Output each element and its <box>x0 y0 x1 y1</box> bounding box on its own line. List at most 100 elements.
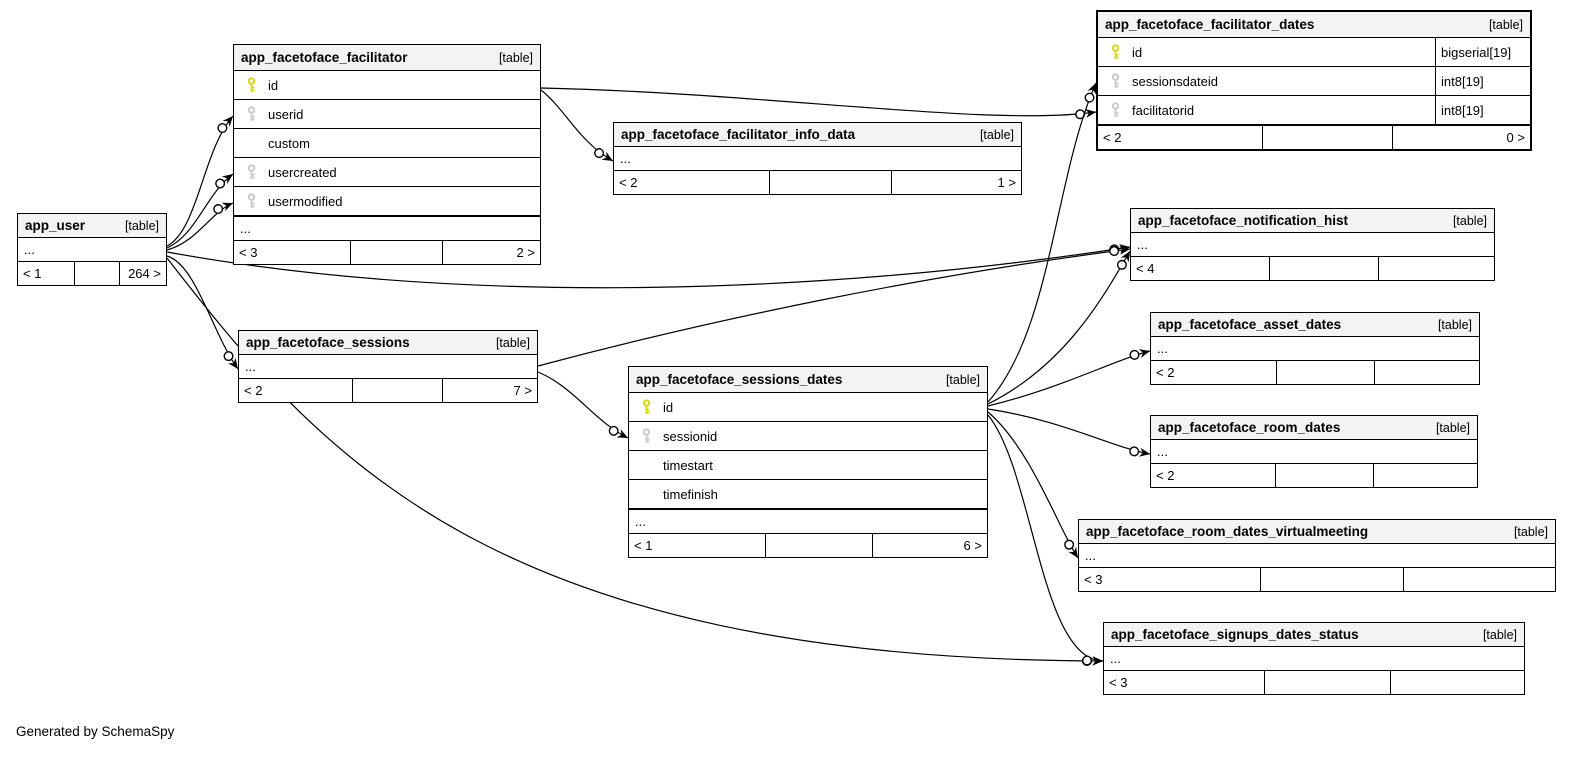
footer-parents-count: < 3 <box>1084 572 1103 587</box>
table-header: app_facetoface_facilitator [table] <box>234 45 540 71</box>
table-footer: < 2 <box>1151 463 1477 487</box>
footer-middle <box>1268 257 1378 280</box>
table-title[interactable]: app_facetoface_sessions_dates <box>636 372 843 387</box>
table-header: app_facetoface_sessions_dates [table] <box>629 367 987 393</box>
foreign-key-icon <box>1098 73 1132 89</box>
edge-appuser-sessions <box>166 255 239 370</box>
table-sessions: app_facetoface_sessions [table] ... < 2 … <box>238 330 538 403</box>
footer-parents-count: < 1 <box>23 266 42 281</box>
footer-parents-count: < 2 <box>1156 365 1175 380</box>
table-tag: [table] <box>1437 317 1472 332</box>
column-type: bigserial[19] <box>1435 38 1530 66</box>
table-header: app_facetoface_signups_dates_status [tab… <box>1104 623 1524 647</box>
table-tag: [table] <box>1488 17 1523 32</box>
table-sessions-dates: app_facetoface_sessions_dates [table] id… <box>628 366 988 558</box>
schemaspy-credit: Generated by SchemaSpy <box>16 724 175 739</box>
table-header: app_facetoface_facilitator_info_data [ta… <box>614 123 1021 147</box>
table-room-dates-virtualmeeting: app_facetoface_room_dates_virtualmeeting… <box>1078 519 1556 592</box>
footer-children-count <box>1377 257 1494 280</box>
table-header: app_facetoface_facilitator_dates [table] <box>1098 12 1530 38</box>
footer-children-count <box>1372 464 1477 487</box>
footer-middle <box>1275 361 1374 384</box>
column-name: usercreated <box>268 164 337 180</box>
edge-sessions-dates-facilitator-dates <box>987 82 1097 403</box>
primary-key-icon <box>629 399 663 415</box>
edge-sessions-sessions-dates <box>537 371 629 439</box>
table-tag: [table] <box>495 335 530 350</box>
table-tag: [table] <box>498 50 533 65</box>
table-header: app_facetoface_room_dates [table] <box>1151 416 1477 440</box>
table-header: app_user [table] <box>18 214 166 238</box>
table-row: userid <box>234 100 540 129</box>
footer-middle <box>768 171 891 194</box>
table-row-ellipsis: ... <box>1085 548 1096 563</box>
footer-children-count <box>1374 361 1479 384</box>
footer-parents-count: < 2 <box>619 175 638 190</box>
foreign-key-icon <box>629 428 663 444</box>
primary-key-icon <box>1098 44 1132 60</box>
edge-appuser-signups-dates-status <box>166 257 1104 666</box>
table-footer: < 3 2 > <box>234 240 540 264</box>
footer-middle <box>765 534 872 557</box>
primary-key-icon <box>234 77 268 93</box>
table-notification-hist: app_facetoface_notification_hist [table]… <box>1130 208 1495 281</box>
column-name: timestart <box>663 457 713 473</box>
table-row: timefinish <box>629 480 987 509</box>
table-facilitator: app_facetoface_facilitator [table] id us… <box>233 44 541 265</box>
edge-sessions-dates-notification-hist <box>987 250 1131 405</box>
table-row-ellipsis: ... <box>24 242 35 257</box>
table-footer: < 2 1 > <box>614 170 1021 194</box>
foreign-key-icon <box>234 106 268 122</box>
footer-children-count: 0 > <box>1391 126 1530 149</box>
footer-children-count: 1 > <box>890 171 1021 194</box>
table-row: facilitatorid int8[19] <box>1098 96 1530 125</box>
footer-parents-count: < 1 <box>634 538 653 553</box>
table-row: sessionsdateid int8[19] <box>1098 67 1530 96</box>
table-title[interactable]: app_facetoface_sessions <box>246 335 410 350</box>
edge-appuser-notification-hist <box>166 244 1131 289</box>
footer-middle <box>74 262 118 285</box>
footer-children-count: 264 > <box>118 262 166 285</box>
table-row-ellipsis: ... <box>629 509 987 533</box>
table-title[interactable]: app_facetoface_signups_dates_status <box>1111 627 1359 642</box>
table-title[interactable]: app_facetoface_facilitator_info_data <box>621 127 856 142</box>
footer-middle <box>1263 671 1390 694</box>
table-title[interactable]: app_facetoface_room_dates <box>1158 420 1341 435</box>
column-name: facilitatorid <box>1132 102 1195 118</box>
footer-parents-count: < 2 <box>1103 130 1122 145</box>
edge-facilitator-info-data <box>540 89 614 162</box>
column-name: custom <box>268 135 310 151</box>
footer-parents-count: < 3 <box>1109 675 1128 690</box>
footer-middle <box>352 379 441 402</box>
table-title[interactable]: app_facetoface_notification_hist <box>1138 213 1349 228</box>
column-name: usermodified <box>268 193 343 209</box>
table-title[interactable]: app_facetoface_facilitator <box>241 50 408 65</box>
table-row: usercreated <box>234 158 540 187</box>
edge-appuser-facilitator-usercreated <box>166 173 234 249</box>
table-signups-dates-status: app_facetoface_signups_dates_status [tab… <box>1103 622 1525 695</box>
column-name: sessionsdateid <box>1132 73 1218 89</box>
edge-sessions-dates-virtualmeeting <box>987 411 1079 559</box>
table-title[interactable]: app_user <box>25 218 86 233</box>
foreign-key-icon <box>1098 102 1132 118</box>
edge-sessions-dates-signups <box>987 414 1104 666</box>
footer-middle <box>1259 568 1403 591</box>
column-name: id <box>268 77 279 93</box>
table-asset-dates: app_facetoface_asset_dates [table] ... <… <box>1150 312 1480 385</box>
table-footer: < 2 0 > <box>1098 125 1530 149</box>
table-title[interactable]: app_facetoface_room_dates_virtualmeeting <box>1086 524 1369 539</box>
table-footer: < 4 <box>1131 256 1494 280</box>
table-row-ellipsis: ... <box>1110 651 1121 666</box>
table-title[interactable]: app_facetoface_asset_dates <box>1158 317 1342 332</box>
column-name: id <box>663 399 674 415</box>
table-header: app_facetoface_sessions [table] <box>239 331 537 355</box>
edge-sessions-notification-hist <box>537 245 1131 367</box>
column-name: sessionid <box>663 428 718 444</box>
table-title[interactable]: app_facetoface_facilitator_dates <box>1105 17 1315 32</box>
table-row-ellipsis: ... <box>234 216 540 240</box>
table-footer: < 2 7 > <box>239 378 537 402</box>
table-row: custom <box>234 129 540 158</box>
table-footer: < 1 264 > <box>18 261 166 285</box>
